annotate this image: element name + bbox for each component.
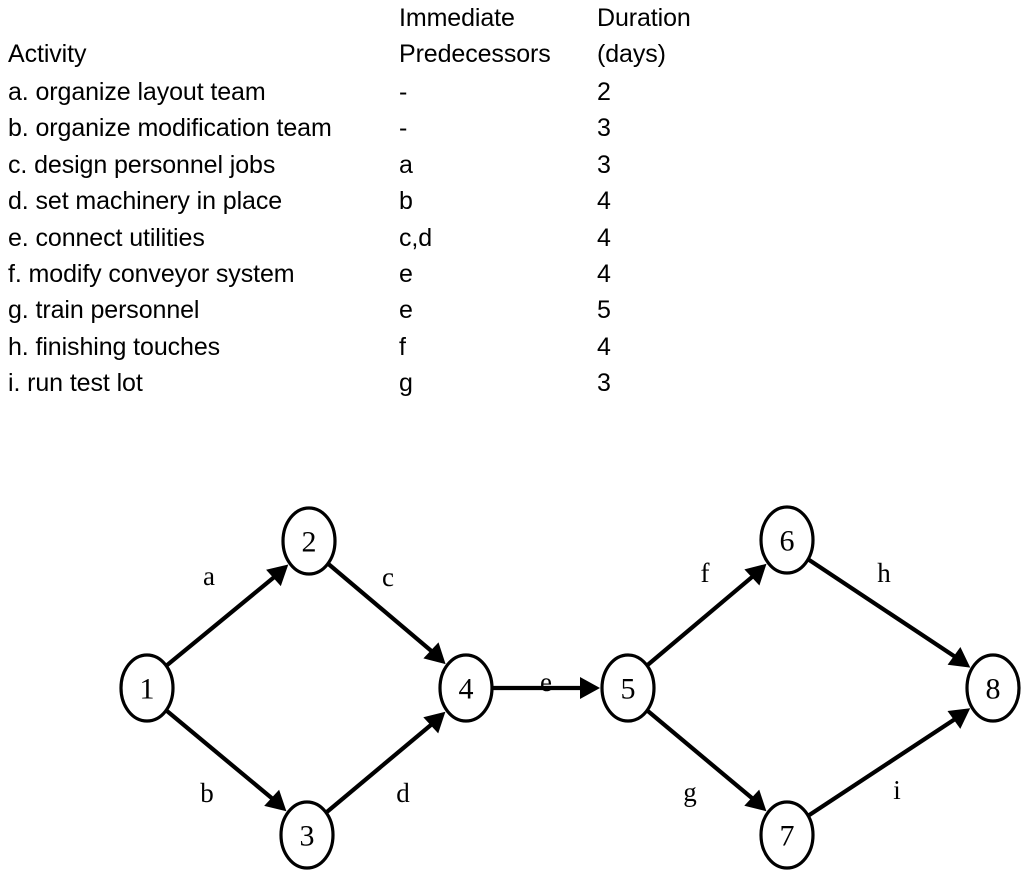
table-row: i. run test lot g 3 bbox=[0, 365, 1024, 401]
node-circle-3 bbox=[279, 800, 335, 870]
arrow-head-icon bbox=[266, 564, 289, 587]
edge-label-f: f bbox=[701, 558, 710, 588]
node-circle-5 bbox=[600, 653, 656, 723]
edge-label-h: h bbox=[877, 558, 891, 588]
edge-label-g: g bbox=[683, 777, 697, 807]
edge-label-b: b bbox=[200, 778, 214, 808]
cell-duration: 3 bbox=[597, 369, 611, 398]
cell-duration: 4 bbox=[597, 332, 611, 361]
edge-line-1-to-2 bbox=[164, 573, 278, 668]
node-circle-7 bbox=[759, 800, 815, 870]
header-duration-line2: (days) bbox=[597, 40, 666, 68]
cell-predecessors: f bbox=[399, 332, 406, 361]
table-row: f. modify conveyor system e 4 bbox=[0, 256, 1024, 292]
table-row: e. connect utilities c,d 4 bbox=[0, 220, 1024, 256]
table-row: a. organize layout team - 2 bbox=[0, 74, 1024, 110]
edge-line-6-to-8 bbox=[806, 557, 959, 660]
node-label-1: 1 bbox=[140, 673, 155, 706]
cell-predecessors: g bbox=[399, 369, 413, 398]
edge-line-3-to-4 bbox=[324, 720, 436, 815]
cell-predecessors: b bbox=[399, 187, 413, 216]
cell-predecessors: a bbox=[399, 150, 413, 179]
node-label-6: 6 bbox=[780, 525, 795, 558]
cell-duration: 4 bbox=[597, 260, 611, 288]
network-diagram-svg: 1 2 3 4 5 6 7 8 a b c d e f g h i bbox=[119, 505, 1021, 870]
cell-activity: a. organize layout team bbox=[8, 78, 266, 106]
table-header-row-2: Activity Predecessors (days) bbox=[0, 36, 1024, 72]
edge-line-1-to-3 bbox=[164, 708, 276, 803]
arrow-head-icon bbox=[264, 789, 287, 812]
edge-layer bbox=[164, 557, 971, 818]
edge-line-2-to-4 bbox=[326, 561, 436, 655]
arrow-head-icon bbox=[744, 563, 767, 586]
cell-duration: 3 bbox=[597, 114, 611, 143]
cell-predecessors: c,d bbox=[399, 223, 433, 252]
node-1[interactable]: 1 bbox=[119, 653, 175, 723]
cell-duration: 3 bbox=[597, 150, 611, 179]
node-circle-4 bbox=[438, 653, 494, 723]
edge-label-i: i bbox=[893, 775, 901, 805]
cell-activity: h. finishing touches bbox=[8, 332, 221, 361]
node-label-3: 3 bbox=[300, 820, 315, 853]
activity-table: Immediate Duration Activity Predecessors… bbox=[0, 0, 1024, 410]
arrow-head-icon bbox=[423, 711, 446, 734]
table-row: h. finishing touches f 4 bbox=[0, 329, 1024, 365]
cell-activity: g. train personnel bbox=[8, 296, 200, 325]
arrow-head-icon bbox=[744, 789, 767, 812]
cell-activity: c. design personnel jobs bbox=[8, 150, 276, 179]
header-predecessors-line1: Immediate bbox=[399, 4, 515, 32]
node-label-2: 2 bbox=[302, 526, 317, 559]
cell-activity: e. connect utilities bbox=[8, 223, 205, 252]
cell-duration: 4 bbox=[597, 223, 611, 252]
edge-line-5-to-6 bbox=[645, 573, 757, 668]
node-2[interactable]: 2 bbox=[281, 506, 337, 576]
cell-duration: 5 bbox=[597, 296, 611, 325]
arrow-head-icon bbox=[580, 677, 600, 699]
edge-label-c: c bbox=[382, 562, 394, 592]
table-row: c. design personnel jobs a 3 bbox=[0, 147, 1024, 183]
edge-label-d: d bbox=[396, 778, 410, 808]
arrow-head-icon bbox=[947, 647, 971, 668]
cell-predecessors: e bbox=[399, 260, 413, 288]
header-predecessors-line2: Predecessors bbox=[399, 40, 551, 68]
edge-line-5-to-7 bbox=[645, 708, 757, 803]
node-label-4: 4 bbox=[459, 673, 474, 706]
node-8[interactable]: 8 bbox=[965, 653, 1021, 723]
table-row: b. organize modification team - 3 bbox=[0, 110, 1024, 146]
arrow-head-icon bbox=[947, 708, 971, 729]
cell-activity: i. run test lot bbox=[8, 369, 143, 398]
node-label-8: 8 bbox=[986, 673, 1001, 706]
node-6[interactable]: 6 bbox=[759, 505, 815, 575]
cell-predecessors: - bbox=[399, 114, 408, 143]
cell-duration: 4 bbox=[597, 187, 611, 216]
cell-predecessors: - bbox=[399, 78, 408, 106]
node-circle-2 bbox=[281, 506, 337, 576]
edge-line-7-to-8 bbox=[807, 715, 959, 818]
arrow-head-icon bbox=[423, 642, 446, 665]
cell-activity: b. organize modification team bbox=[8, 114, 332, 143]
cell-activity: f. modify conveyor system bbox=[8, 260, 295, 288]
table-header-row-1: Immediate Duration bbox=[0, 0, 1024, 36]
node-3[interactable]: 3 bbox=[279, 800, 335, 870]
table-row: g. train personnel e 5 bbox=[0, 292, 1024, 328]
edge-label-layer: a b c d e f g h i bbox=[200, 558, 901, 808]
node-4[interactable]: 4 bbox=[438, 653, 494, 723]
edge-label-e: e bbox=[540, 667, 552, 697]
node-5[interactable]: 5 bbox=[600, 653, 656, 723]
header-activity: Activity bbox=[8, 40, 87, 68]
cell-duration: 2 bbox=[597, 78, 611, 106]
node-circle-6 bbox=[759, 505, 815, 575]
node-label-5: 5 bbox=[621, 673, 636, 706]
network-diagram: 1 2 3 4 5 6 7 8 a b c d e f g h i bbox=[0, 430, 1024, 877]
edge-label-a: a bbox=[203, 561, 215, 591]
node-label-7: 7 bbox=[780, 820, 795, 853]
table-row: d. set machinery in place b 4 bbox=[0, 183, 1024, 219]
node-7[interactable]: 7 bbox=[759, 800, 815, 870]
node-circle-8 bbox=[965, 653, 1021, 723]
header-duration-line1: Duration bbox=[597, 4, 691, 32]
node-layer: 1 2 3 4 5 6 7 8 bbox=[119, 505, 1021, 870]
cell-predecessors: e bbox=[399, 296, 413, 325]
cell-activity: d. set machinery in place bbox=[8, 187, 283, 216]
node-circle-1 bbox=[119, 653, 175, 723]
